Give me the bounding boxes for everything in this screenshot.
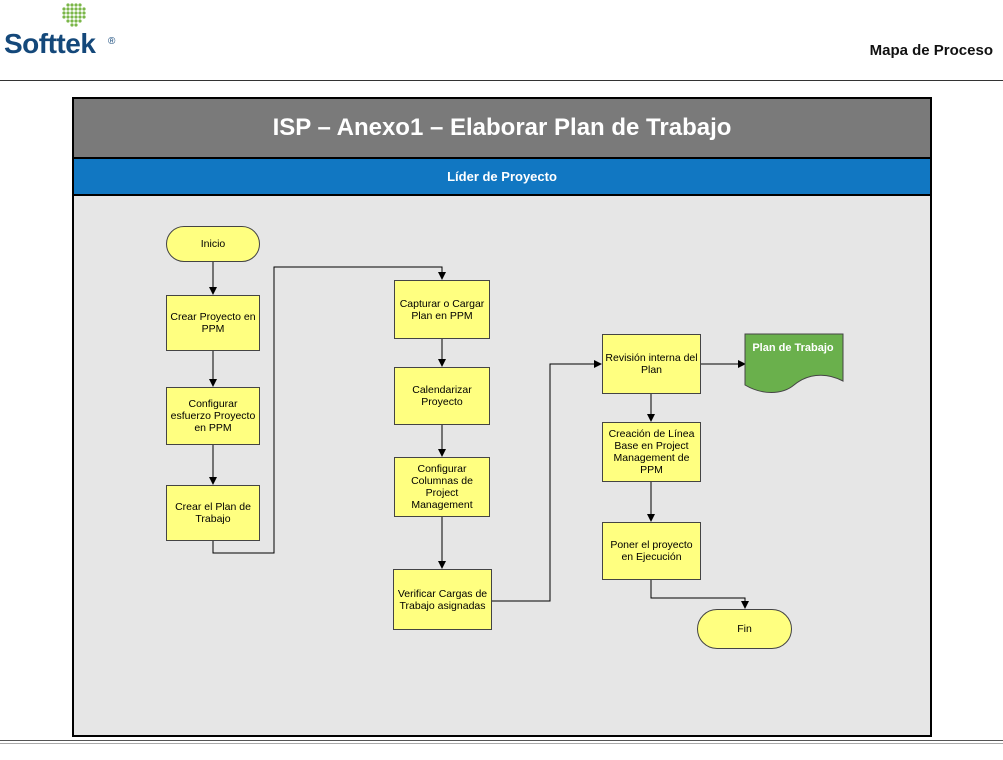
softtek-logo: Softtek ®	[4, 2, 134, 62]
document-label: Plan de Trabajo	[752, 342, 834, 354]
process-creacion-linea-base: Creación de Línea Base en Project Manage…	[602, 422, 701, 482]
footer-divider-secondary	[0, 743, 1003, 744]
end-node: Fin	[697, 609, 792, 649]
start-node: Inicio	[166, 226, 260, 262]
logo-registered-mark: ®	[108, 36, 116, 47]
process-crear-proyecto: Crear Proyecto en PPM	[166, 295, 260, 351]
process-revision-interna: Revisión interna del Plan	[602, 334, 701, 394]
process-configurar-esfuerzo: Configurar esfuerzo Proyecto en PPM	[166, 387, 260, 445]
process-crear-plan: Crear el Plan de Trabajo	[166, 485, 260, 541]
logo-text: Softtek	[4, 28, 96, 59]
process-configurar-columnas: Configurar Columnas de Project Managemen…	[394, 457, 490, 517]
process-capturar-plan: Capturar o Cargar Plan en PPM	[394, 280, 490, 339]
header-divider	[0, 80, 1003, 81]
swimlane-header: Líder de Proyecto	[74, 159, 930, 196]
section-title: Mapa de Proceso	[869, 42, 993, 59]
footer-divider	[0, 740, 1003, 741]
logo-dots-icon	[62, 3, 86, 27]
process-calendarizar: Calendarizar Proyecto	[394, 367, 490, 425]
process-verificar-cargas: Verificar Cargas de Trabajo asignadas	[393, 569, 492, 630]
document-plan-de-trabajo-icon	[744, 333, 844, 393]
process-poner-ejecucion: Poner el proyecto en Ejecución	[602, 522, 701, 580]
diagram-title: ISP – Anexo1 – Elaborar Plan de Trabajo	[74, 99, 930, 159]
